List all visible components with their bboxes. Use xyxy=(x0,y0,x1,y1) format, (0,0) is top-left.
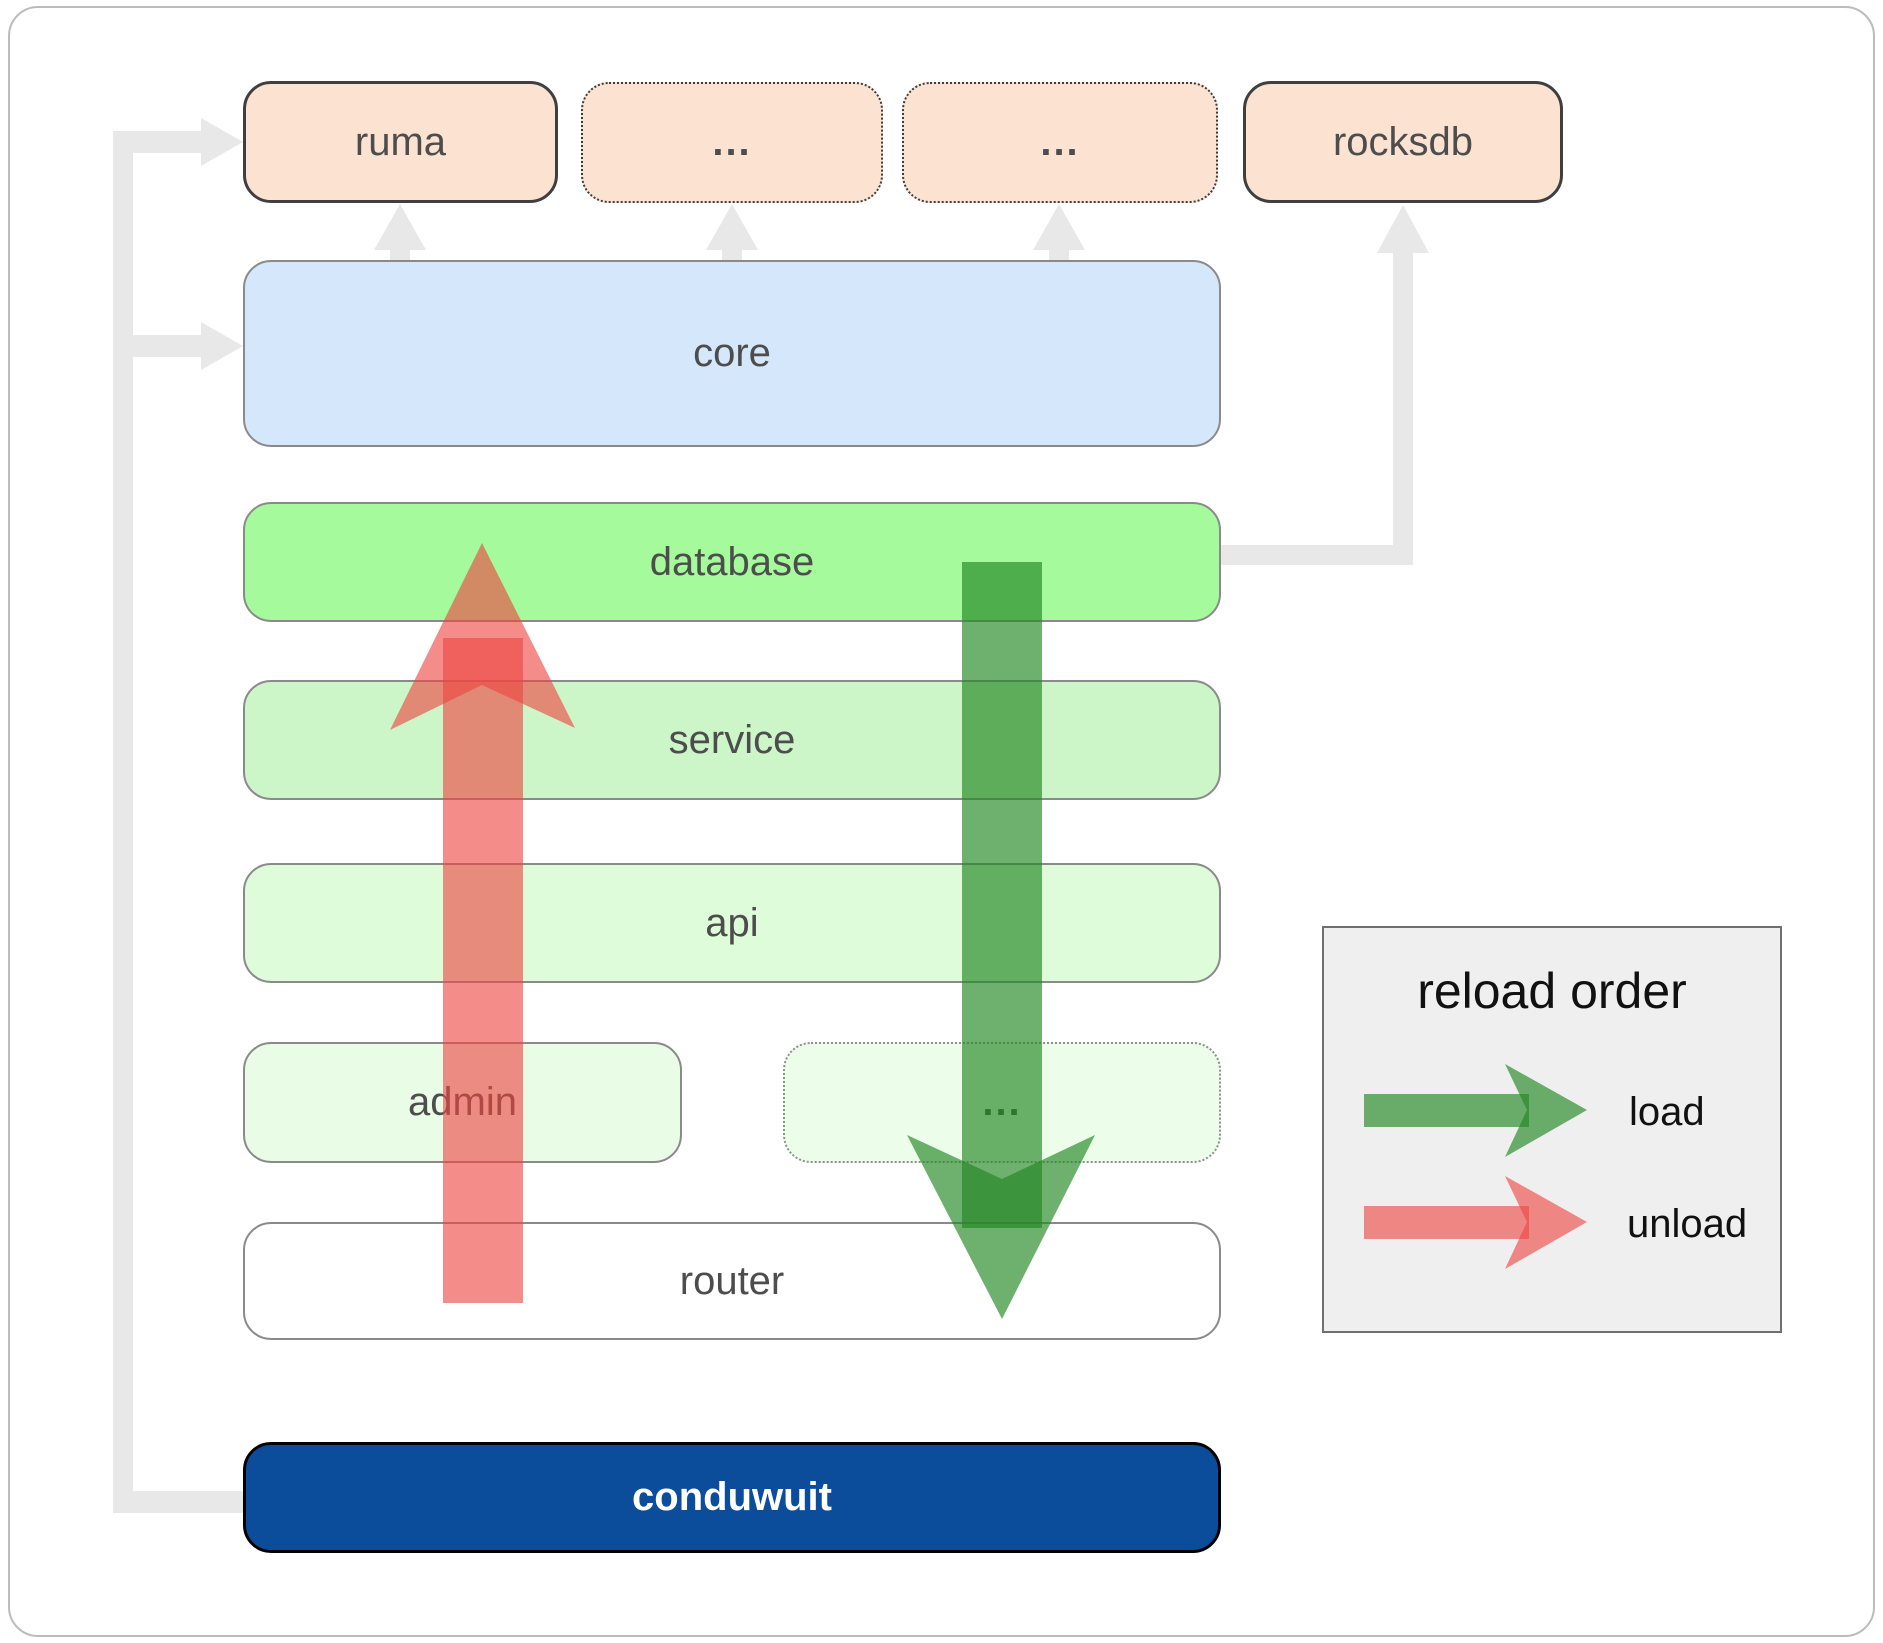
node-external-ellipsis-1: ... xyxy=(581,82,883,203)
node-conduwuit-label: conduwuit xyxy=(632,1475,832,1519)
legend-load-label: load xyxy=(1629,1090,1705,1134)
node-external-ellipsis-1-label: ... xyxy=(712,120,752,164)
node-ruma-label: ruma xyxy=(354,119,447,164)
node-ruma: ruma xyxy=(243,81,558,203)
node-rocksdb-label: rocksdb xyxy=(1332,119,1474,164)
legend-unload-label: unload xyxy=(1627,1202,1748,1246)
node-service-label: service xyxy=(668,717,796,762)
node-external-ellipsis-2: ... xyxy=(902,82,1218,203)
node-external-ellipsis-2-label: ... xyxy=(1040,120,1080,164)
legend-title: reload order xyxy=(1417,963,1687,1019)
node-router: router xyxy=(243,1222,1221,1340)
node-api-label: api xyxy=(705,900,759,945)
legend-unload-arrow-shaft xyxy=(1364,1206,1529,1239)
node-admin: admin xyxy=(243,1042,682,1163)
node-router-label: router xyxy=(679,1258,785,1303)
node-core: core xyxy=(243,260,1221,447)
node-service: service xyxy=(243,680,1221,800)
node-database: database xyxy=(243,502,1221,622)
node-conduwuit: conduwuit xyxy=(243,1442,1221,1553)
legend-load-arrow-icon xyxy=(1505,1064,1587,1157)
legend-arrows xyxy=(1364,1064,1587,1269)
node-admin-ellipsis-label: ... xyxy=(982,1080,1022,1124)
legend-load-arrow-shaft xyxy=(1364,1094,1529,1127)
node-api: api xyxy=(243,863,1221,983)
diagram-outer-frame xyxy=(8,6,1875,1637)
node-database-label: database xyxy=(649,539,815,584)
legend-unload-arrow-icon xyxy=(1505,1176,1587,1269)
legend-reload-order: reload order load unload xyxy=(1322,926,1782,1333)
node-admin-ellipsis: ... xyxy=(783,1042,1221,1163)
node-admin-label: admin xyxy=(408,1080,517,1124)
node-rocksdb: rocksdb xyxy=(1243,81,1563,203)
node-core-label: core xyxy=(693,331,771,375)
